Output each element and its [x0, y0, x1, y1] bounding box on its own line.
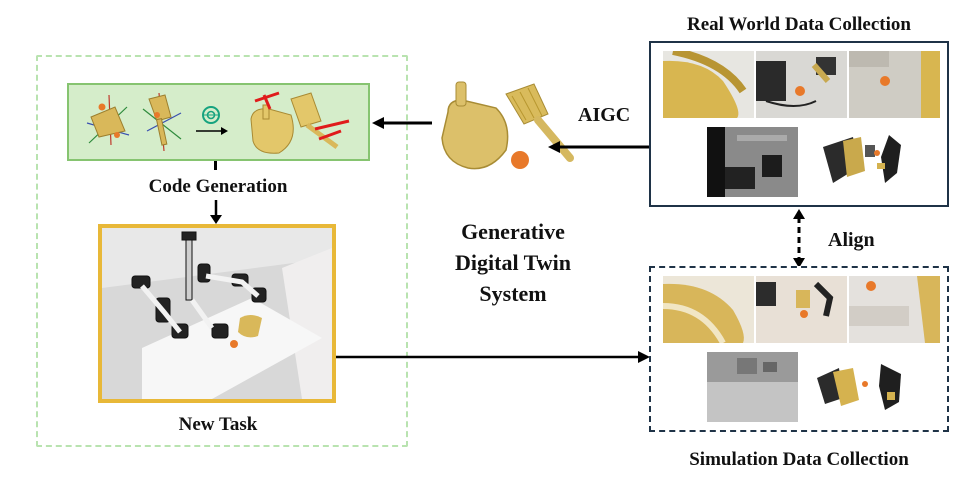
- sim-depth-map: [707, 352, 798, 422]
- annotated-dustpan-icon: [250, 91, 294, 154]
- new-task-label: New Task: [178, 414, 258, 435]
- arrow-right-icon: [196, 127, 228, 135]
- sim-render-1: [663, 276, 754, 343]
- align-arrow-icon: [793, 209, 805, 268]
- code-panel: [67, 83, 370, 161]
- connector-tick: [214, 161, 217, 170]
- real-point-cloud: [803, 127, 915, 197]
- system-title-line3: System: [479, 281, 547, 306]
- real-photo-2: [756, 51, 847, 118]
- system-title-line2: Digital Twin: [455, 250, 571, 275]
- axes-brush-icon: [142, 92, 182, 152]
- code-panel-illustration: [86, 91, 350, 154]
- code-generation-label: Code Generation: [148, 176, 288, 197]
- arrow-down-icon: [210, 200, 222, 224]
- real-world-title: Real World Data Collection: [687, 14, 911, 35]
- annotated-brush-icon: [290, 92, 350, 150]
- generation-region: [36, 55, 408, 447]
- generated-objects-image: [441, 81, 574, 170]
- simulation-title: Simulation Data Collection: [689, 449, 909, 470]
- arrow-to-simulation-icon: [336, 351, 650, 363]
- arrow-left-icon: [372, 117, 432, 129]
- real-depth-map: [707, 127, 798, 197]
- sim-render-3: [849, 276, 940, 343]
- aigc-arrow-icon: [548, 141, 650, 153]
- real-photo-1: [663, 51, 754, 118]
- chatgpt-logo-icon: [202, 106, 220, 124]
- simulation-panel: [649, 266, 949, 432]
- system-title-line1: Generative: [461, 219, 565, 244]
- axes-dustpan-icon: [86, 94, 130, 146]
- real-photo-3: [849, 51, 940, 118]
- new-task-image: [98, 224, 336, 403]
- sim-point-cloud: [803, 352, 915, 422]
- sim-render-2: [756, 276, 847, 343]
- align-label: Align: [828, 229, 875, 251]
- real-world-panel: [649, 41, 949, 207]
- aigc-label: AIGC: [578, 104, 631, 126]
